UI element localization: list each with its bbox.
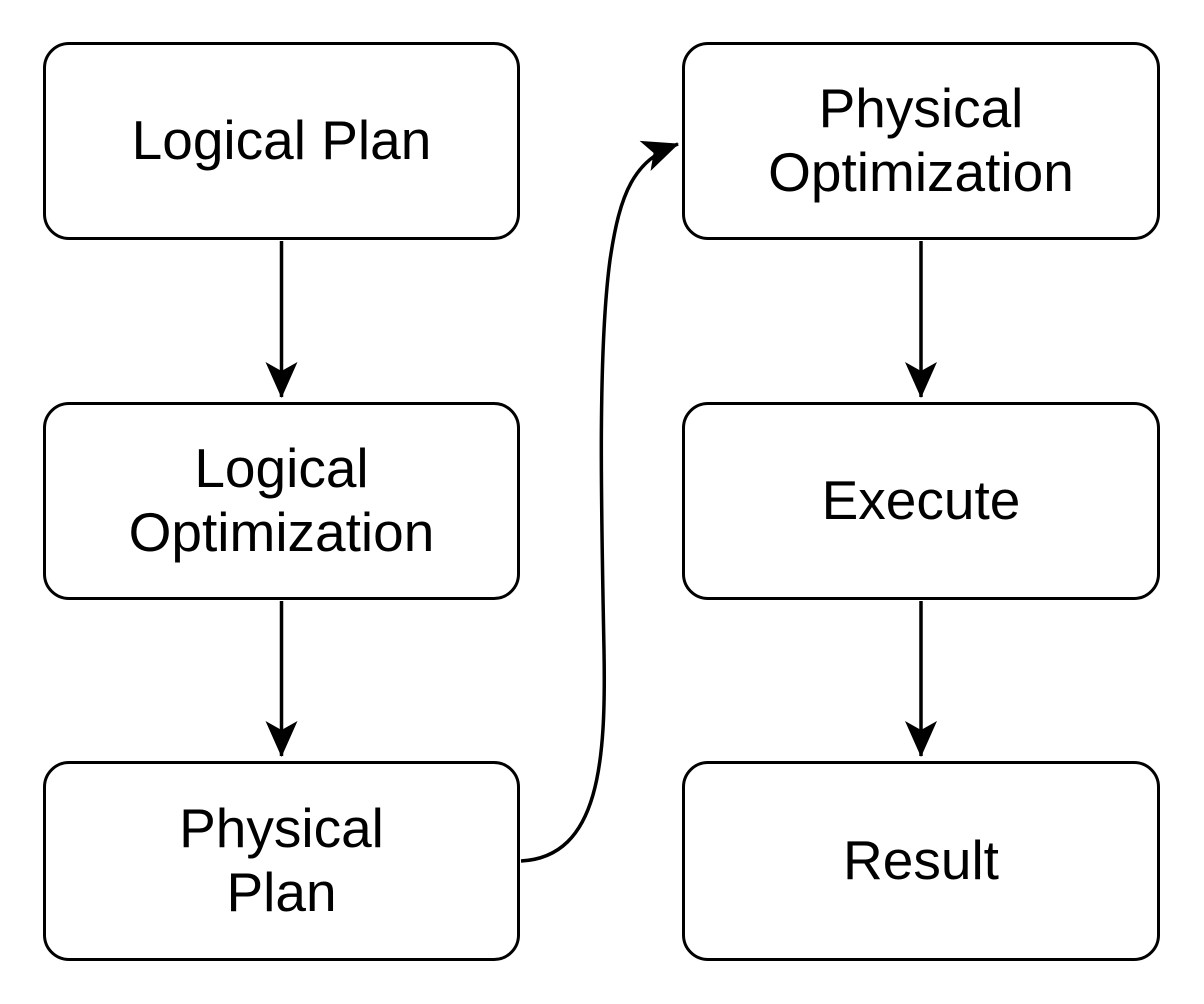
node-result: Result: [682, 761, 1160, 961]
node-physical-optimization: Physical Optimization: [682, 42, 1160, 240]
node-logical-plan: Logical Plan: [43, 42, 520, 240]
node-execute: Execute: [682, 402, 1160, 600]
node-physical-plan: Physical Plan: [43, 761, 520, 961]
edge-physical-plan-to-physical-optimization: [520, 140, 679, 863]
node-logical-optimization: Logical Optimization: [43, 402, 520, 600]
